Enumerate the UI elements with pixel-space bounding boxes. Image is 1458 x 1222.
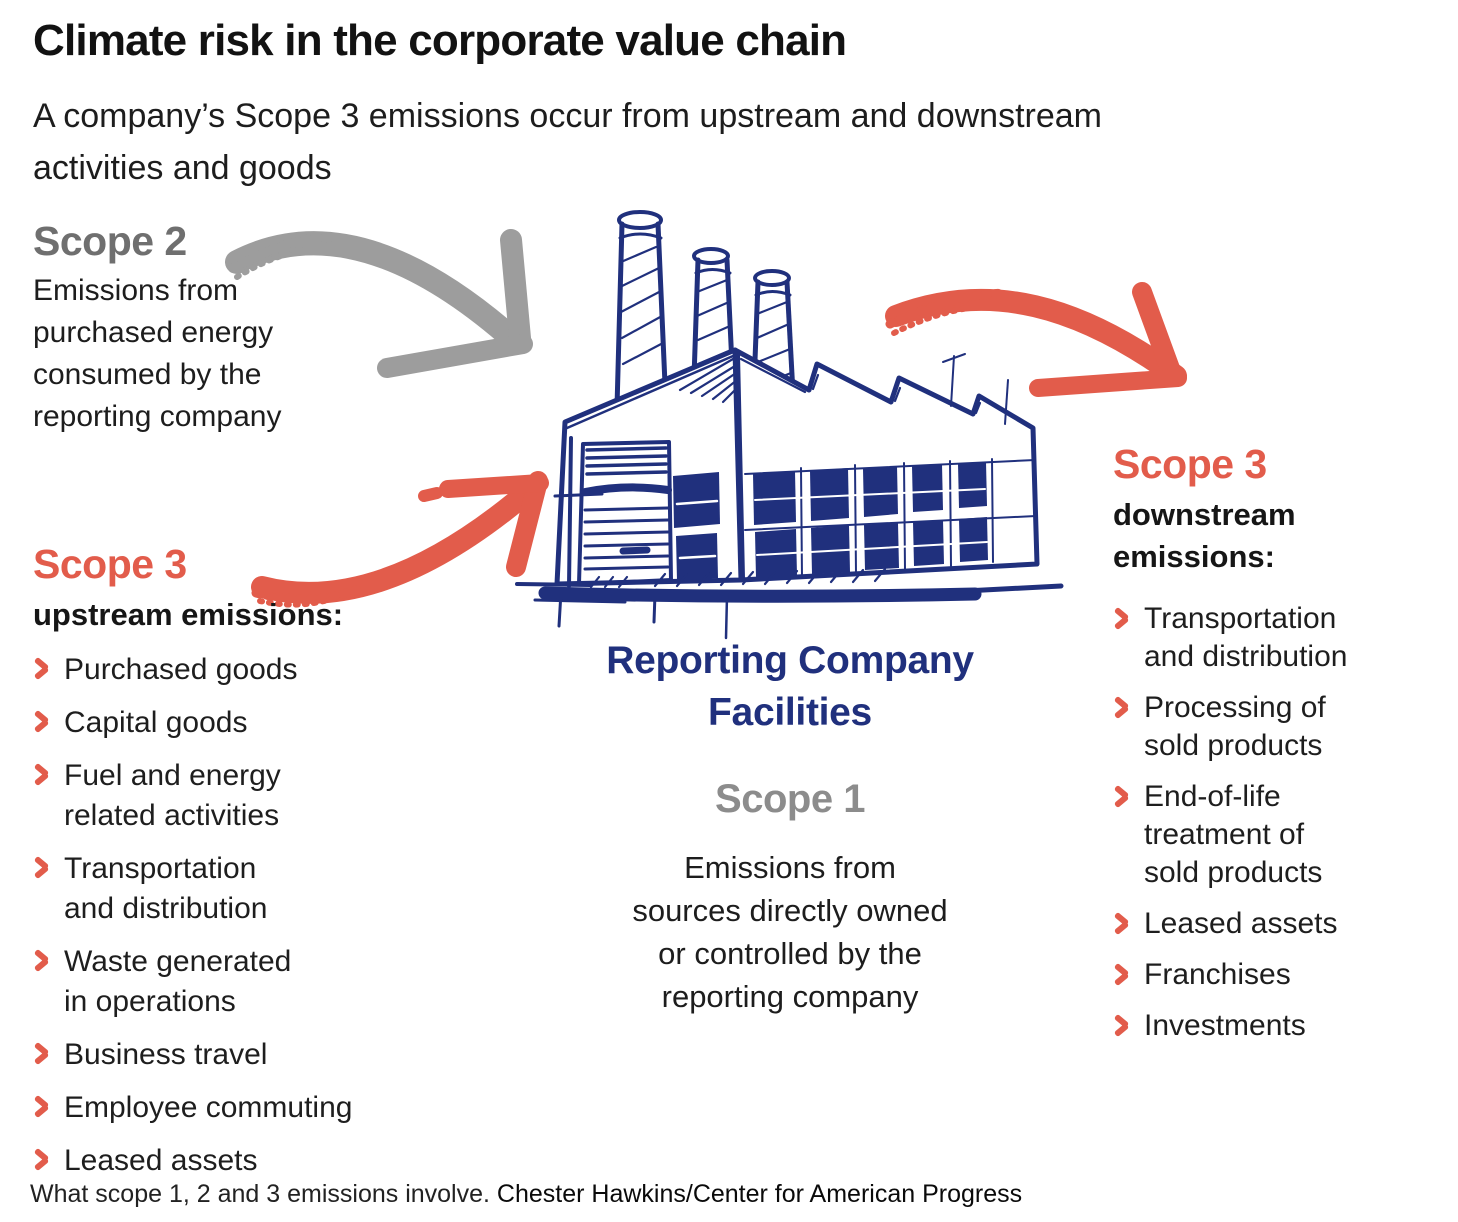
scope2-description: Emissions from purchased energy consumed… — [33, 274, 282, 433]
scope3-downstream-heading: Scope 3 — [1113, 441, 1267, 487]
list-item: Business travel — [33, 1035, 393, 1075]
scope2-heading: Scope 2 — [33, 218, 187, 264]
item-label: Capital goods — [64, 706, 248, 739]
item-label: Franchises — [1144, 958, 1291, 991]
red-brush-arrow-down-icon — [885, 282, 1187, 397]
list-item: Fuel and energy related activities — [33, 756, 393, 836]
item-label: Purchased goods — [64, 653, 298, 686]
item-label: Leased assets — [1144, 907, 1338, 940]
list-item: Waste generated in operations — [33, 942, 393, 1022]
chevron-right-icon — [33, 854, 50, 882]
list-item: Leased assets — [33, 1141, 393, 1181]
item-label: Leased assets — [64, 1144, 258, 1177]
caption-credit: Chester Hawkins/Center for American Prog… — [496, 1180, 1023, 1208]
scope1-description: Emissions from sources directly owned or… — [632, 850, 948, 1014]
caption: What scope 1, 2 and 3 emissions involve.… — [30, 1180, 1430, 1209]
chevron-right-icon — [33, 708, 50, 736]
chevron-right-icon — [1113, 1012, 1130, 1040]
scope3-downstream-list: Transportation and distribution Processi… — [1113, 600, 1433, 1045]
item-label: End-of-life treatment of sold products — [1144, 780, 1323, 889]
gray-brush-arrow-icon — [225, 229, 533, 378]
list-item: Franchises — [1113, 956, 1433, 994]
item-label: Fuel and energy related activities — [64, 759, 281, 832]
scope1-heading: Scope 1 — [715, 777, 865, 821]
list-item: Transportation and distribution — [1113, 600, 1433, 676]
facility-label: Reporting Company Facilities — [606, 639, 974, 734]
chevron-right-icon — [1113, 961, 1130, 989]
scope3-upstream-list: Purchased goods Capital goods Fuel and e… — [33, 650, 393, 1181]
scope3-upstream-heading: Scope 3 — [33, 541, 187, 587]
chevron-right-icon — [33, 761, 50, 789]
chevron-right-icon — [1113, 694, 1130, 722]
chevron-right-icon — [1113, 605, 1130, 633]
list-item: Processing of sold products — [1113, 689, 1433, 765]
chevron-right-icon — [33, 947, 50, 975]
item-label: Investments — [1144, 1009, 1306, 1042]
list-item: Employee commuting — [33, 1088, 393, 1128]
item-label: Business travel — [64, 1038, 268, 1071]
list-item: Leased assets — [1113, 905, 1433, 943]
factory-sketch-icon — [515, 210, 1064, 640]
list-item: End-of-life treatment of sold products — [1113, 778, 1433, 892]
chevron-right-icon — [1113, 783, 1130, 811]
item-label: Waste generated in operations — [64, 945, 292, 1018]
item-label: Employee commuting — [64, 1091, 353, 1124]
item-label: Transportation and distribution — [1144, 602, 1348, 673]
chevron-right-icon — [33, 1093, 50, 1121]
list-item: Capital goods — [33, 703, 393, 743]
caption-text: What scope 1, 2 and 3 emissions involve. — [30, 1180, 490, 1208]
chevron-right-icon — [33, 655, 50, 683]
scope3-downstream-subheading: downstream emissions: — [1113, 497, 1296, 574]
center-labels: Reporting Company Facilities Scope 1 Emi… — [505, 635, 1075, 1018]
red-brush-arrow-up-icon — [251, 471, 549, 608]
list-item: Purchased goods — [33, 650, 393, 690]
list-item: Investments — [1113, 1007, 1433, 1045]
item-label: Transportation and distribution — [64, 852, 268, 925]
scope3-upstream-subheading: upstream emissions: — [33, 597, 344, 632]
page-title: Climate risk in the corporate value chai… — [33, 16, 847, 65]
chevron-right-icon — [33, 1040, 50, 1068]
chevron-right-icon — [1113, 910, 1130, 938]
item-label: Processing of sold products — [1144, 691, 1326, 762]
list-item: Transportation and distribution — [33, 849, 393, 929]
chevron-right-icon — [33, 1146, 50, 1174]
page-subtitle: A company’s Scope 3 emissions occur from… — [33, 97, 1102, 187]
